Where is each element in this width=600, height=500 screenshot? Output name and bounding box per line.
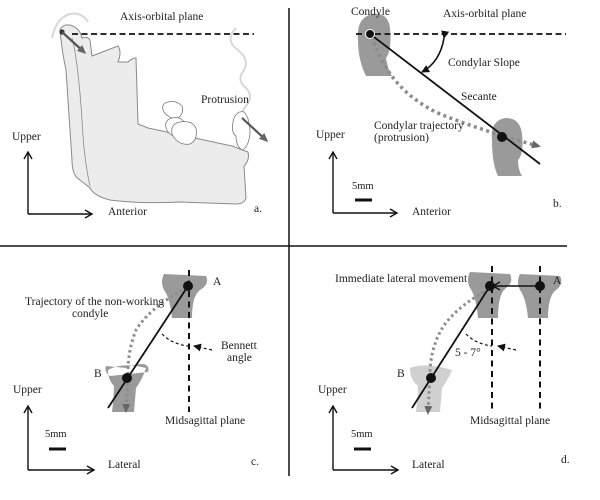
condyle-point-a — [183, 281, 193, 291]
condyle-shape-a — [162, 274, 208, 318]
panel-b: Condyle Axis-orbital plane Condylar Slop… — [316, 6, 566, 218]
point-b-label: B — [397, 368, 405, 380]
upper-axis-label: Upper — [12, 131, 41, 143]
condyle-point-a — [535, 281, 545, 291]
condylar-trajectory-sublabel: (protrusion) — [374, 132, 429, 144]
upper-axis-label: Upper — [318, 384, 347, 396]
bennett-sublabel: angle — [227, 352, 252, 364]
angle-arc — [465, 333, 493, 347]
bennett-angle-arc — [161, 333, 189, 347]
scale-label: 5mm — [351, 429, 373, 440]
condyle-shape-b — [105, 364, 149, 412]
angle-label: 5 - 7° — [455, 347, 481, 359]
upper-axis-label: Upper — [316, 129, 345, 141]
condyle-shape-shifted — [468, 272, 512, 318]
mandible-inner-line — [71, 37, 91, 187]
mandible-shape — [59, 24, 249, 205]
immediate-lateral-movement-label: Immediate lateral movement — [335, 273, 468, 285]
point-b-label: B — [94, 368, 102, 380]
incisor-teeth — [232, 111, 251, 151]
movement-line — [107, 285, 189, 409]
condyle-shape-b — [410, 365, 452, 412]
panel-c: Trajectory of the non-working condyle A … — [13, 270, 259, 475]
condyle-movement-arrow — [61, 31, 87, 55]
condyle-point-start — [365, 29, 375, 39]
point-a-label: A — [213, 276, 222, 288]
condyle-point-b — [426, 373, 436, 383]
secant-line — [369, 33, 541, 165]
condylar-trajectory-path — [370, 35, 541, 149]
condyle-point-shifted — [485, 281, 495, 291]
secant-label: Secante — [461, 91, 497, 103]
axis-orbital-plane-label: Axis-orbital plane — [443, 8, 526, 20]
bennett-angle-pointer — [193, 343, 213, 352]
scale-label: 5mm — [45, 429, 67, 440]
condylar-slope-angle-arc — [421, 30, 450, 73]
condylar-slope-label: Condylar Slope — [448, 57, 520, 69]
panel-b-letter: b. — [553, 198, 562, 210]
anterior-axis-label: Anterior — [108, 206, 147, 218]
midsagittal-plane-label: Midsagittal plane — [470, 415, 550, 427]
molar-teeth — [162, 101, 197, 145]
condyle-shape-a — [518, 274, 562, 318]
trajectory-sublabel: condyle — [72, 308, 108, 320]
panel-c-letter: c. — [251, 456, 259, 468]
maxilla-outline-trace — [229, 27, 251, 119]
panel-a-letter: a. — [254, 203, 262, 215]
non-working-condyle-trajectory — [424, 290, 485, 415]
point-a-label: A — [553, 275, 562, 287]
axis-orbital-plane-label: Axis-orbital plane — [120, 11, 203, 23]
condylar-trajectory-label: Condylar trajectory — [374, 120, 464, 132]
non-working-condyle-trajectory — [122, 288, 183, 413]
upper-axis-label: Upper — [13, 384, 42, 396]
condyle-point-end — [497, 132, 507, 142]
anterior-axis-label: Anterior — [412, 206, 451, 218]
scale-label: 5mm — [352, 181, 374, 192]
bennett-label: Bennett — [221, 340, 258, 352]
protrusion-arrow — [241, 117, 269, 143]
panel-d-letter: d. — [561, 454, 570, 466]
skull-outline-trace — [51, 12, 89, 39]
protrusion-label: Protrusion — [201, 94, 249, 106]
condyle-point-b — [122, 373, 132, 383]
angle-pointer — [497, 343, 517, 352]
midsagittal-plane-label: Midsagittal plane — [165, 415, 245, 427]
condyle-label: Condyle — [351, 6, 390, 18]
movement-line — [411, 285, 491, 409]
panel-a: Axis-orbital plane Protrusion Upper Ante… — [12, 11, 269, 219]
panel-d: Immediate lateral movement A B 5 - 7° Mi… — [318, 266, 570, 475]
lateral-axis-label: Lateral — [108, 459, 141, 471]
trajectory-label: Trajectory of the non-working — [25, 296, 164, 308]
lateral-axis-label: Lateral — [412, 459, 445, 471]
